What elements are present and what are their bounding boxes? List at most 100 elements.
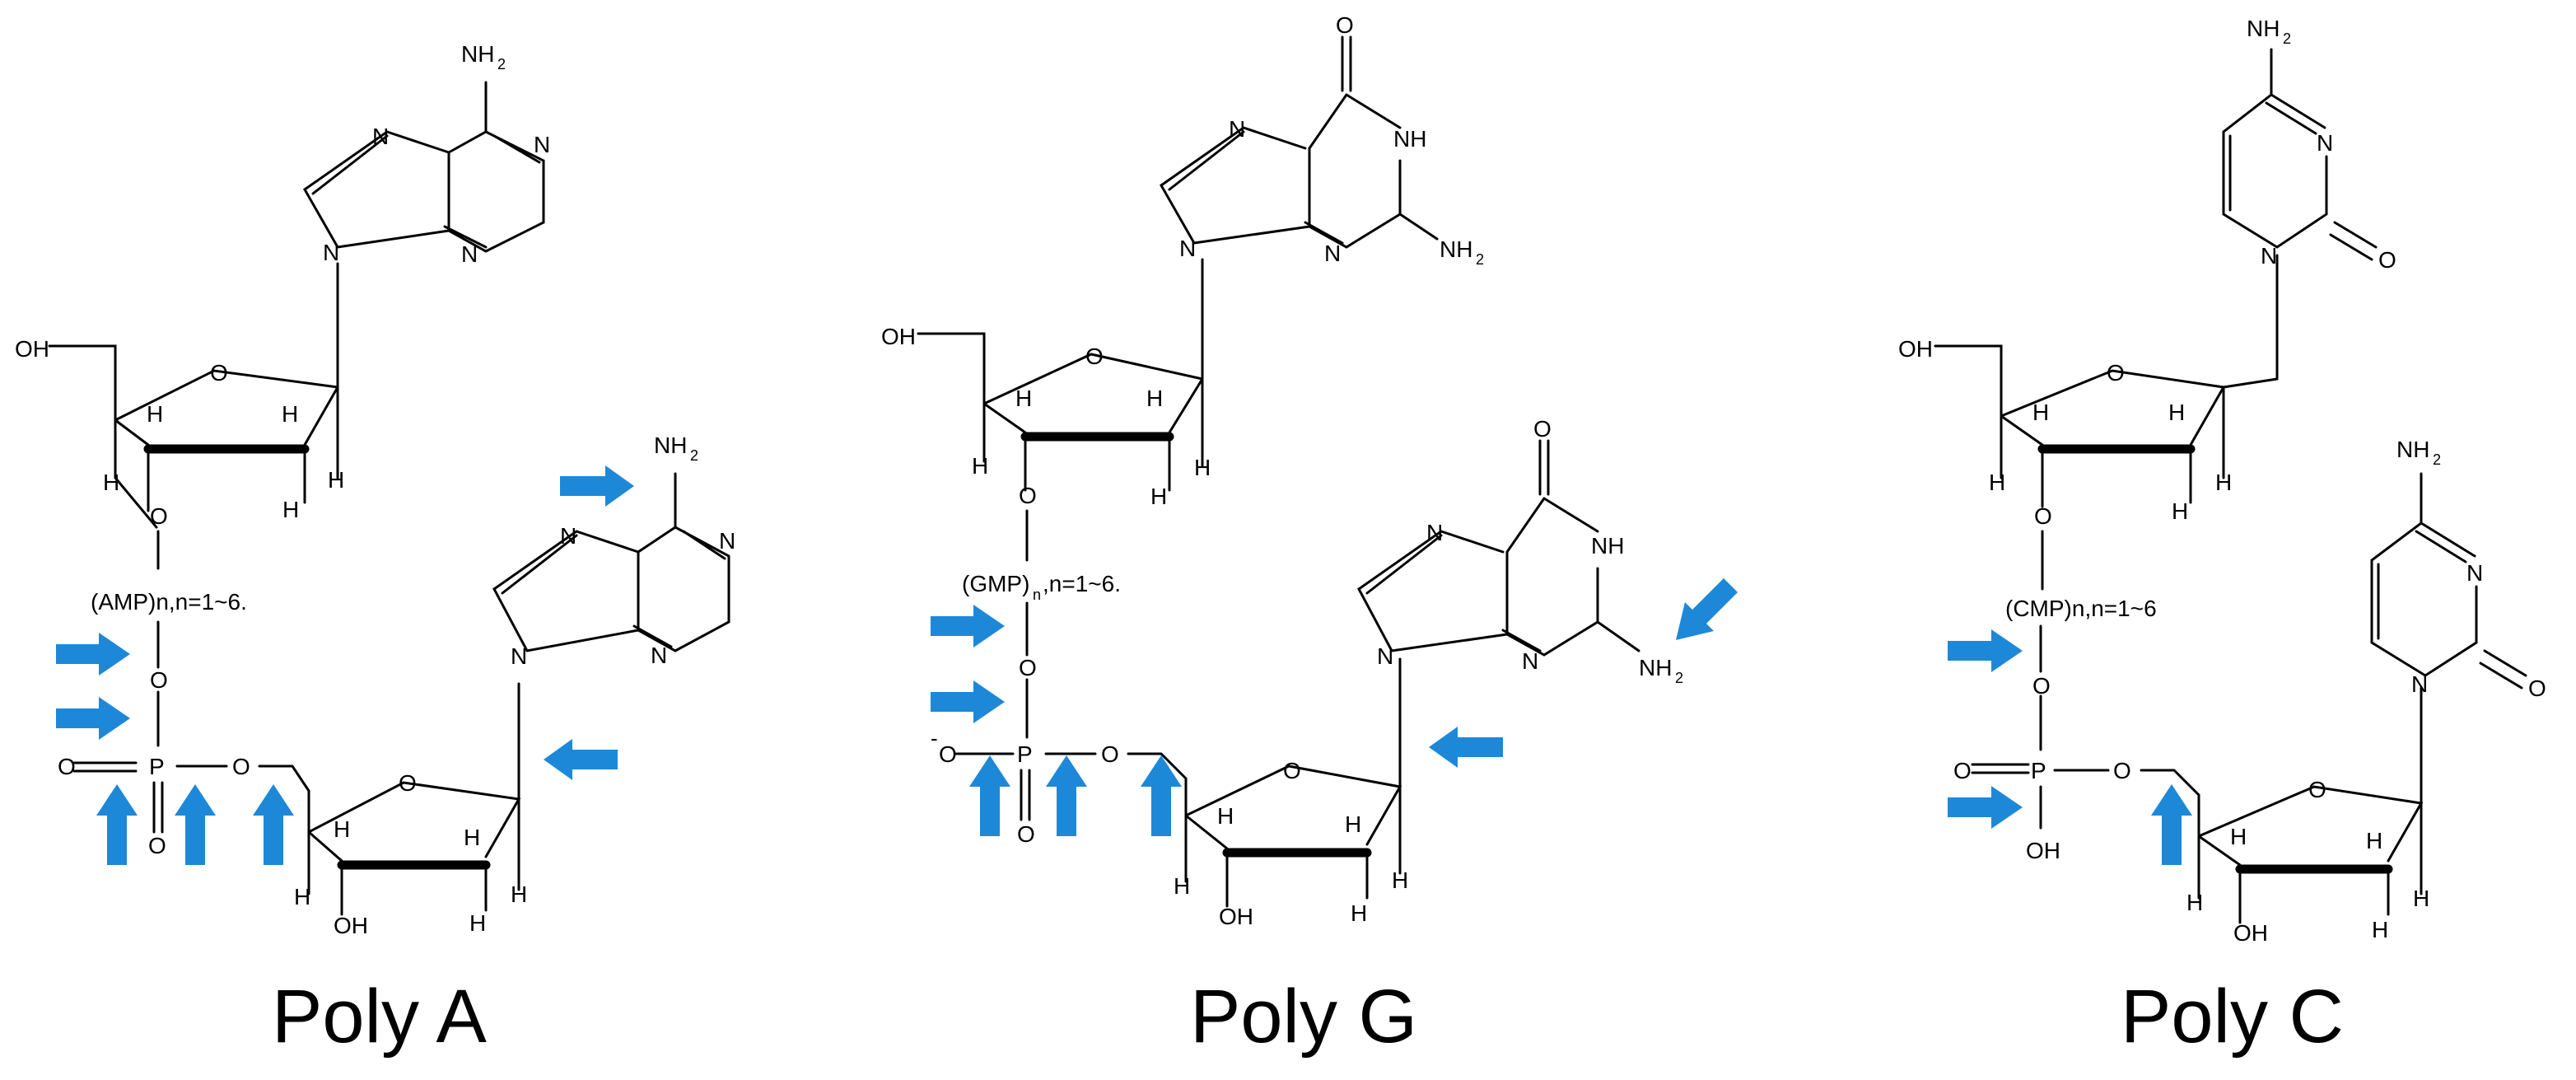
svg-text:O: O (1953, 758, 1972, 783)
svg-text:NH: NH (1440, 236, 1472, 262)
svg-text:O: O (148, 833, 166, 858)
svg-text:H: H (334, 816, 350, 842)
svg-text:O: O (232, 754, 250, 779)
svg-text:NH: NH (2247, 16, 2280, 41)
nucleotide-label-g: (GMP) n ,n=1~6. (962, 571, 1121, 603)
svg-text:H: H (1345, 811, 1361, 837)
sugar-bottom-g: O H H H OH H H (1174, 657, 1408, 929)
sugar-top-g: OH O H H H H H O (881, 324, 1211, 562)
svg-text:P: P (1017, 741, 1033, 767)
arrow-up-icon (253, 784, 294, 865)
svg-text:2: 2 (1675, 670, 1683, 686)
svg-text:N: N (2411, 671, 2428, 697)
svg-text:NH: NH (2396, 437, 2429, 462)
svg-text:(GMP): (GMP) (962, 571, 1029, 596)
svg-text:H: H (282, 401, 298, 427)
arrow-right-icon (931, 605, 1005, 648)
guanine-top: O NH N N N NH 2 (1160, 12, 1484, 381)
nucleotide-label-a: (AMP)n,n=1~6. (91, 589, 247, 615)
svg-text:NH: NH (1393, 126, 1426, 152)
arrow-right-icon (931, 680, 1005, 723)
svg-text:NH: NH (1639, 655, 1672, 680)
svg-text:O: O (2378, 247, 2396, 273)
phosphate-g: O P O - O O (931, 601, 1188, 847)
cytosine-top: NH 2 N N O (2222, 16, 2396, 381)
svg-text:O: O (150, 503, 168, 529)
svg-text:O: O (2107, 360, 2125, 386)
svg-text:N: N (372, 124, 389, 149)
svg-text:H: H (1217, 803, 1234, 829)
sugar-top-c: OH O H H H H H O (1898, 336, 2279, 591)
panel-poly-a: NH 2 N N N N O H O H H H H H O (AMP)n,n=1… (15, 41, 735, 1059)
sugar-bottom-a: O H H H OH H H (294, 682, 527, 938)
svg-text:OH: OH (2026, 838, 2060, 863)
svg-text:H: H (511, 881, 527, 907)
cleavage-arrows-c (1948, 629, 2192, 865)
sugar-bottom-c: O H H H OH H H (2186, 686, 2429, 946)
svg-text:N: N (719, 528, 735, 554)
svg-text:H: H (1174, 873, 1190, 899)
svg-text:2: 2 (2283, 30, 2291, 47)
svg-text:O: O (1336, 12, 1354, 38)
svg-text:N: N (323, 240, 339, 265)
svg-text:n: n (1033, 587, 1041, 603)
svg-text:H: H (2186, 890, 2203, 915)
svg-text:H: H (328, 467, 344, 493)
svg-text:H: H (2413, 886, 2429, 911)
arrow-up-icon (2151, 784, 2192, 865)
svg-text:O: O (150, 667, 168, 693)
arrow-up-icon (1141, 755, 1182, 836)
svg-text:O: O (210, 360, 228, 386)
svg-text:O: O (1101, 741, 1119, 767)
phosphate-a: O P O O O (58, 620, 310, 858)
svg-text:,n=1~6.: ,n=1~6. (1043, 571, 1121, 596)
svg-text:N: N (1377, 643, 1393, 669)
svg-text:N: N (1324, 241, 1341, 266)
svg-text:H: H (2372, 917, 2388, 942)
svg-text:-: - (931, 726, 938, 750)
svg-text:NH: NH (1591, 533, 1624, 559)
svg-text:O: O (939, 741, 957, 767)
svg-text:N: N (2261, 243, 2277, 269)
svg-text:H: H (1392, 867, 1408, 893)
svg-text:H: H (103, 470, 119, 495)
svg-text:H: H (2366, 828, 2382, 853)
svg-text:H: H (2172, 498, 2188, 524)
arrow-up-icon (1046, 755, 1087, 836)
svg-text:O: O (1283, 758, 1301, 783)
svg-text:2: 2 (690, 447, 698, 464)
svg-text:H: H (972, 453, 988, 479)
svg-text:O: O (2308, 777, 2326, 802)
svg-text:H: H (1351, 900, 1367, 926)
svg-text:N: N (2466, 560, 2483, 586)
svg-text:O: O (1533, 416, 1552, 442)
panel-poly-g: O NH N N N NH 2 OH O H H H H H O (GMP) n (881, 12, 1738, 1059)
arrow-left-icon (1429, 727, 1503, 768)
svg-text:N: N (1522, 648, 1538, 674)
cytosine-bottom: NH 2 N N O (2370, 437, 2546, 701)
arrow-right-icon (56, 633, 130, 676)
panel-poly-c: NH 2 N N O OH O H H H H H O (CMP)n,n=1~6… (1898, 16, 2546, 1059)
cleavage-arrows-g (931, 578, 1738, 836)
svg-text:N: N (511, 643, 527, 669)
adenine-bottom: NH 2 N N N N (492, 432, 735, 669)
svg-text:H: H (1146, 386, 1163, 411)
guanine-bottom: O NH N N N NH 2 (1357, 416, 1683, 686)
svg-text:N: N (560, 523, 576, 549)
arrow-right-icon (56, 697, 130, 740)
svg-text:2: 2 (1476, 251, 1484, 268)
svg-text:H: H (1015, 386, 1032, 411)
svg-text:N: N (1179, 236, 1196, 261)
svg-text:H: H (294, 884, 310, 909)
svg-text:O: O (1017, 821, 1035, 847)
svg-text:P: P (2031, 758, 2046, 783)
svg-text:OH: OH (1898, 336, 1933, 362)
arrow-left-icon (544, 739, 618, 780)
arrow-down-left-icon (1676, 578, 1738, 640)
svg-text:2: 2 (2433, 451, 2441, 468)
svg-text:OH: OH (2233, 920, 2268, 946)
svg-text:N: N (1229, 116, 1245, 142)
cleavage-arrows-a (56, 465, 634, 865)
